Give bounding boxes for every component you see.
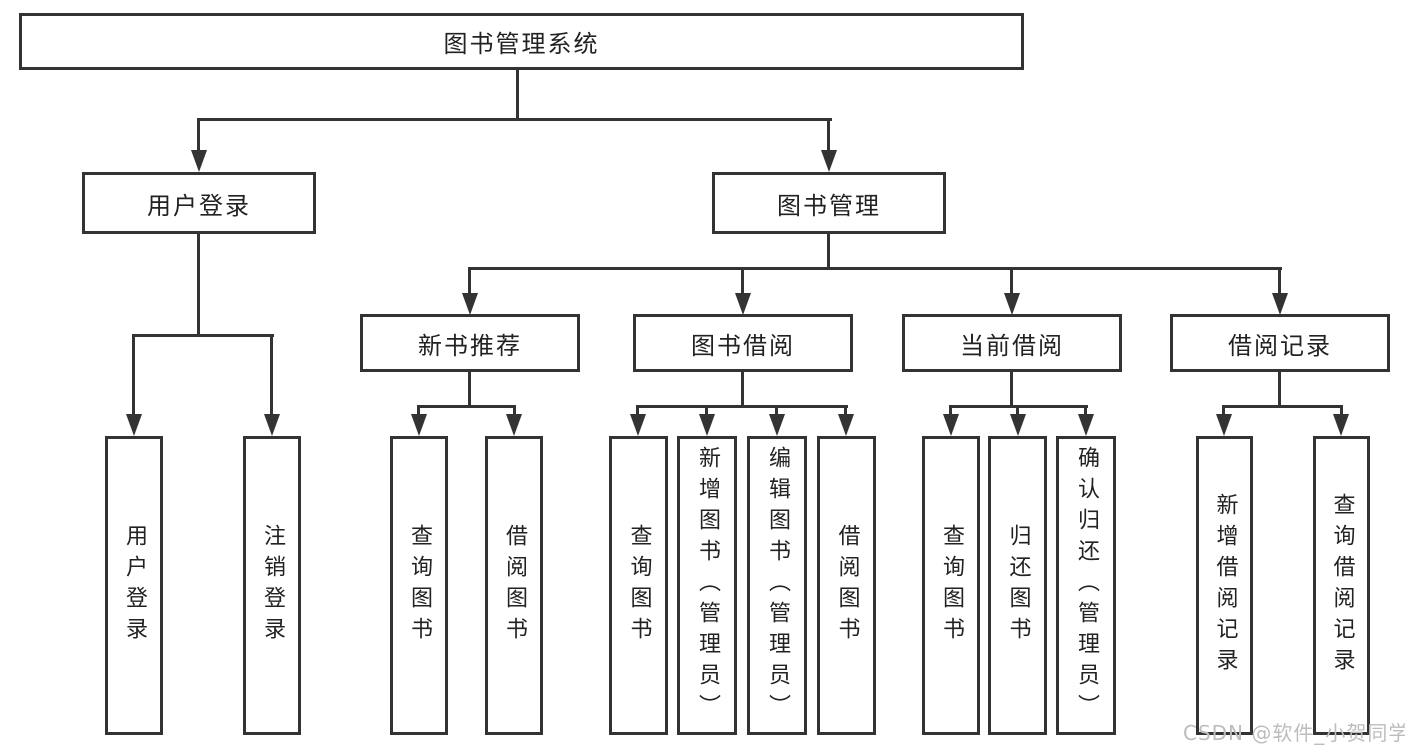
node-book-borrowing: 图书借阅 [633,314,853,372]
arrowhead-down-icon [506,414,522,436]
leaf-add-borrow-record-label: 新增借阅记录 [1212,492,1238,679]
arrowhead-down-icon [411,414,427,436]
node-borrowing-records: 借阅记录 [1170,314,1390,372]
connector-vline [827,118,830,152]
connector-vline [1010,372,1013,408]
connector-hline [132,334,274,337]
connector-hline [417,405,516,408]
node-new-book-recommendation-label: 新书推荐 [418,331,522,360]
leaf-query-borrow-record: 查询借阅记录 [1313,436,1370,735]
connector-vline [636,405,639,417]
connector-vline [513,405,516,417]
connector-vline [270,334,273,416]
leaf-borrowing-query-books-label: 查询图书 [626,523,652,648]
connector-vline [197,118,200,152]
arrowhead-down-icon [1216,414,1232,436]
arrowhead-down-icon [838,414,854,436]
leaf-query-borrow-record-label: 查询借阅记录 [1329,492,1355,679]
arrowhead-down-icon [630,414,646,436]
connector-vline [775,405,778,417]
node-user-login-label: 用户登录 [147,191,251,220]
arrowhead-down-icon [821,150,837,172]
leaf-add-book-admin-label: 新增图书（管理员） [695,446,720,725]
arrowhead-down-icon [1272,293,1288,315]
arrowhead-down-icon [1010,414,1026,436]
connector-vline [468,267,471,295]
leaf-current-query-books: 查询图书 [922,436,980,735]
node-borrowing-records-label: 借阅记录 [1228,331,1332,360]
csdn-watermark: CSDN @软件_小贺同学 [1183,721,1405,745]
arrowhead-down-icon [264,414,280,436]
leaf-recommend-borrow-books: 借阅图书 [485,436,543,735]
node-book-borrowing-label: 图书借阅 [691,331,795,360]
connector-vline [1016,405,1019,417]
leaf-current-query-books-label: 查询图书 [939,523,964,648]
arrowhead-down-icon [735,293,751,315]
leaf-borrowing-query-books: 查询图书 [609,436,668,735]
node-current-borrowing-label: 当前借阅 [960,331,1064,360]
connector-vline [741,267,744,295]
leaf-borrowing-borrow-books-label: 借阅图书 [834,523,860,648]
arrowhead-down-icon [126,414,142,436]
connector-vline [516,70,519,118]
connector-vline [1222,405,1225,417]
arrowhead-down-icon [769,414,785,436]
arrowhead-down-icon [191,150,207,172]
connector-vline [197,234,200,337]
arrowhead-down-icon [1004,293,1020,315]
leaf-logout-label: 注销登录 [260,523,285,648]
connector-vline [1278,372,1281,408]
leaf-edit-book-admin: 编辑图书（管理员） [747,436,807,735]
leaf-return-books: 归还图书 [988,436,1047,735]
connector-vline [468,372,471,408]
arrowhead-down-icon [943,414,959,436]
node-library-system: 图书管理系统 [19,13,1024,70]
leaf-user-login: 用户登录 [105,436,163,735]
connector-vline [132,334,135,416]
leaf-confirm-return-admin: 确认归还（管理员） [1056,436,1116,735]
leaf-return-books-label: 归还图书 [1005,523,1031,648]
connector-vline [1010,267,1013,295]
connector-vline [1084,405,1087,417]
leaf-borrowing-borrow-books: 借阅图书 [817,436,876,735]
connector-hline [636,405,848,408]
leaf-logout: 注销登录 [243,436,301,735]
arrowhead-down-icon [1078,414,1094,436]
connector-hline [198,118,832,121]
arrowhead-down-icon [699,414,715,436]
arrowhead-down-icon [462,293,478,315]
arrowhead-down-icon [1333,414,1349,436]
connector-vline [705,405,708,417]
connector-vline [949,405,952,417]
node-user-login: 用户登录 [82,172,316,234]
node-library-system-label: 图书管理系统 [443,30,600,58]
connector-hline [1222,405,1343,408]
connector-hline [468,267,1282,270]
connector-vline [741,372,744,408]
node-book-management: 图书管理 [712,172,946,234]
leaf-confirm-return-admin-label: 确认归还（管理员） [1074,446,1099,725]
node-new-book-recommendation: 新书推荐 [360,314,580,372]
connector-vline [1278,267,1281,295]
leaf-recommend-query-books: 查询图书 [390,436,448,735]
leaf-edit-book-admin-label: 编辑图书（管理员） [765,446,790,725]
leaf-add-book-admin: 新增图书（管理员） [677,436,737,735]
connector-vline [844,405,847,417]
connector-vline [1340,405,1343,417]
node-current-borrowing: 当前借阅 [902,314,1122,372]
connector-vline [827,234,830,270]
connector-vline [417,405,420,417]
leaf-recommend-query-books-label: 查询图书 [407,523,432,648]
leaf-user-login-label: 用户登录 [122,523,147,648]
leaf-add-borrow-record: 新增借阅记录 [1196,436,1253,735]
node-book-management-label: 图书管理 [777,191,881,220]
leaf-recommend-borrow-books-label: 借阅图书 [502,523,527,648]
